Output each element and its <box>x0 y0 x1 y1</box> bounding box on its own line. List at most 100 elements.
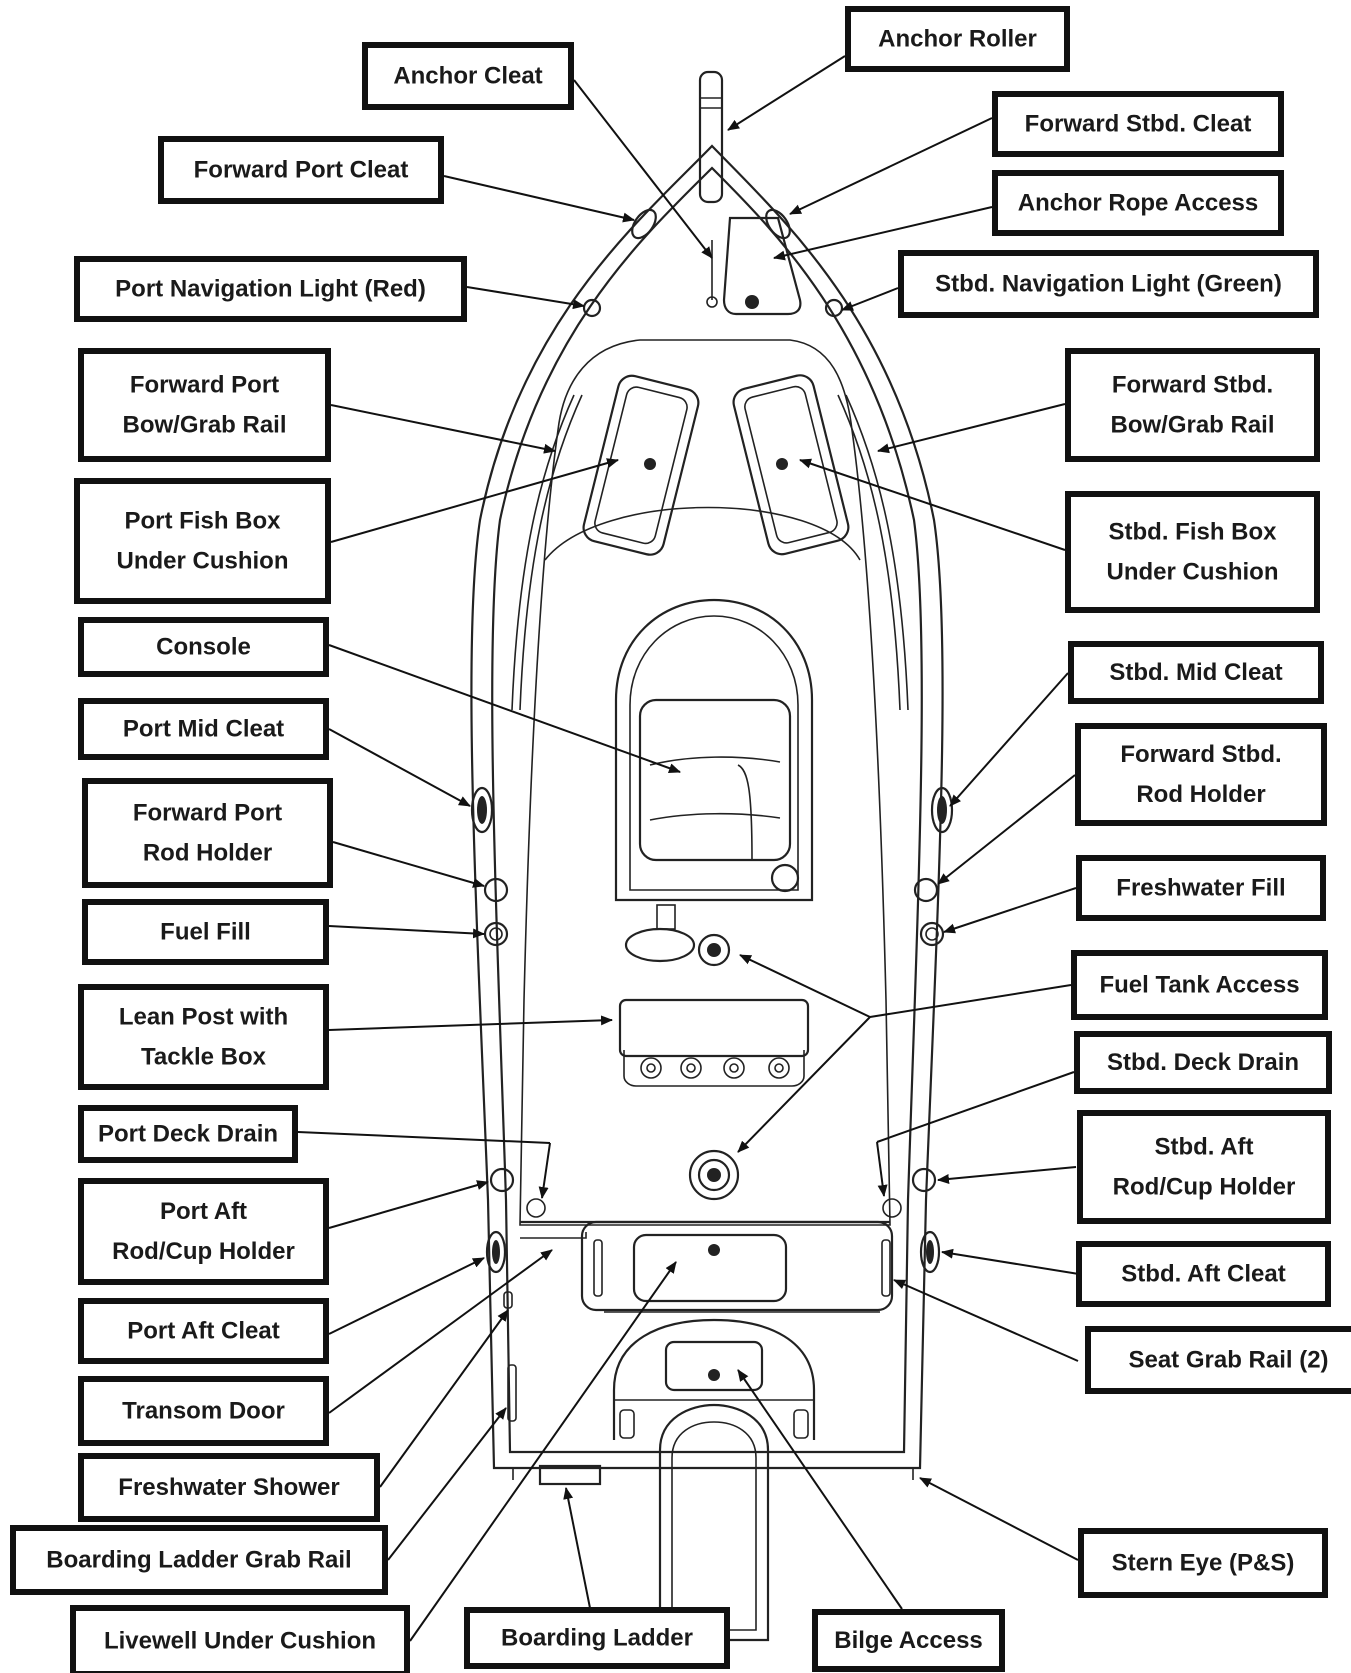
callout-label: Seat Grab Rail (2) <box>1128 1347 1328 1374</box>
callout-label: Port Aft Cleat <box>127 1318 279 1345</box>
port-bow-rail-drawing <box>511 394 575 711</box>
callout-anchor-cleat: Anchor Cleat <box>362 42 574 110</box>
callout-anchor-roller: Anchor Roller <box>845 6 1070 72</box>
callout-port-navigation-light: Port Navigation Light (Red) <box>74 256 467 322</box>
callout-label: Rod Holder <box>1136 781 1265 808</box>
callout-label: Anchor Cleat <box>393 63 542 90</box>
callout-label: Forward Port <box>130 372 279 399</box>
callout-box <box>1074 1031 1332 1094</box>
callout-label: Boarding Ladder Grab Rail <box>46 1547 351 1574</box>
callout-label: Rod/Cup Holder <box>1113 1174 1296 1201</box>
callout-label: Stbd. Aft Cleat <box>1121 1261 1285 1288</box>
callout-forward-stbd-rod-holder: Forward Stbd. Rod Holder <box>1075 723 1327 826</box>
callout-box <box>78 984 329 1090</box>
callout-box <box>362 42 574 110</box>
callout-box <box>1065 491 1320 613</box>
callout-stbd-mid-cleat: Stbd. Mid Cleat <box>1068 641 1324 704</box>
bilge-hatch <box>664 1340 764 1392</box>
fwd-port-cleat-drawing <box>631 208 657 240</box>
callout-stbd-deck-drain: Stbd. Deck Drain <box>1074 1031 1332 1094</box>
callout-box <box>78 1453 380 1522</box>
callout-fuel-fill: Fuel Fill <box>82 899 329 965</box>
callout-box <box>1065 348 1320 462</box>
stbd-fish-box-drawing <box>732 374 850 556</box>
anchor-rope-hatch <box>722 216 802 316</box>
callout-anchor-rope-access: Anchor Rope Access <box>992 170 1284 236</box>
callout-label: Forward Stbd. Cleat <box>1025 111 1252 138</box>
callout-box <box>74 256 467 322</box>
callout-label: Transom Door <box>122 1398 285 1425</box>
callout-box <box>70 1605 410 1673</box>
callout-label: Forward Port Cleat <box>194 157 409 184</box>
callout-label: Forward Stbd. <box>1120 741 1281 768</box>
callout-console: Console <box>78 617 329 677</box>
callout-box <box>1071 950 1328 1020</box>
callout-box <box>78 348 331 462</box>
callout-box <box>82 778 333 888</box>
callout-stbd-aft-cleat: Stbd. Aft Cleat <box>1076 1241 1331 1307</box>
callout-box <box>1085 1326 1351 1394</box>
callout-boarding-ladder: Boarding Ladder <box>464 1607 730 1669</box>
callout-port-mid-cleat: Port Mid Cleat <box>78 698 329 760</box>
anchor-roller-drawing <box>698 70 724 204</box>
callout-label: Under Cushion <box>117 548 289 575</box>
callout-box <box>74 478 331 604</box>
lean-post-drawing <box>618 998 810 1058</box>
steering-wheel <box>624 927 696 963</box>
callout-port-deck-drain: Port Deck Drain <box>78 1105 298 1163</box>
callout-box <box>78 1105 298 1163</box>
callout-label: Rod Holder <box>143 840 272 867</box>
callout-forward-stbd-cleat: Forward Stbd. Cleat <box>992 91 1284 157</box>
callout-label: Rod/Cup Holder <box>112 1238 295 1265</box>
outer-hull <box>470 144 944 1470</box>
callout-fuel-tank-access: Fuel Tank Access <box>1071 950 1328 1020</box>
callout-box <box>78 1376 329 1446</box>
callout-bilge-access: Bilge Access <box>812 1609 1005 1672</box>
callout-freshwater-shower: Freshwater Shower <box>78 1453 380 1522</box>
callout-box <box>158 136 444 204</box>
callout-box <box>82 899 329 965</box>
callout-forward-port-cleat: Forward Port Cleat <box>158 136 444 204</box>
callout-box <box>812 1609 1005 1672</box>
callout-label: Forward Stbd. <box>1112 372 1273 399</box>
fwd-stbd-cleat-drawing <box>765 208 791 240</box>
callout-label: Boarding Ladder <box>501 1625 693 1652</box>
callout-box <box>78 1298 329 1364</box>
callout-label: Anchor Roller <box>878 26 1037 53</box>
callout-label: Bow/Grab Rail <box>1110 412 1274 439</box>
boarding-ladder-drawing <box>538 1464 602 1486</box>
callout-box <box>992 170 1284 236</box>
callout-label: Stbd. Mid Cleat <box>1109 659 1282 686</box>
callout-label: Port Fish Box <box>124 508 281 535</box>
callout-freshwater-fill: Freshwater Fill <box>1076 855 1326 921</box>
callout-box <box>992 91 1284 157</box>
outboard-engine <box>658 1403 770 1642</box>
callout-box <box>1075 723 1327 826</box>
callout-label: Port Mid Cleat <box>123 716 284 743</box>
callout-boarding-ladder-grab-rail: Boarding Ladder Grab Rail <box>10 1525 388 1595</box>
callout-transom-door: Transom Door <box>78 1376 329 1446</box>
callout-label: Freshwater Fill <box>1116 875 1285 902</box>
callout-stbd-navigation-light: Stbd. Navigation Light (Green) <box>898 250 1319 318</box>
callout-label: Bilge Access <box>834 1627 983 1654</box>
console-drawing <box>614 598 814 902</box>
callout-box <box>78 698 329 760</box>
port-fish-box-drawing <box>582 374 700 556</box>
callout-label: Stbd. Aft <box>1154 1134 1253 1161</box>
callout-box <box>898 250 1319 318</box>
callout-stern-eye: Stern Eye (P&S) <box>1078 1528 1328 1598</box>
callout-livewell: Livewell Under Cushion <box>70 1605 410 1673</box>
callout-label: Port Aft <box>160 1198 247 1225</box>
transom-seat <box>580 1220 894 1312</box>
callout-label: Livewell Under Cushion <box>104 1628 376 1655</box>
callout-label: Freshwater Shower <box>118 1474 339 1501</box>
callout-label: Tackle Box <box>141 1044 267 1071</box>
callout-label: Lean Post with <box>119 1004 288 1031</box>
callout-label: Anchor Rope Access <box>1018 190 1259 217</box>
callout-label: Stbd. Deck Drain <box>1107 1049 1299 1076</box>
